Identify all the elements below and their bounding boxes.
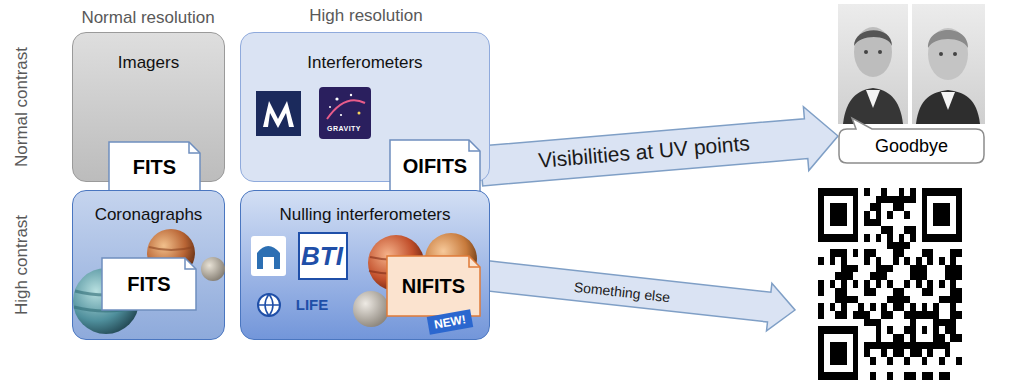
- star: [350, 94, 352, 96]
- face: [928, 28, 968, 80]
- helmet-logo: [251, 236, 286, 276]
- box-title: Nulling interferometers: [279, 205, 450, 225]
- suit: [916, 90, 980, 124]
- bti-logo: [299, 233, 347, 279]
- planet: [353, 291, 389, 327]
- doc-fold: [185, 258, 196, 269]
- format-name: FITS: [127, 273, 170, 296]
- gravity-arc: [327, 100, 365, 119]
- doc-shape: [102, 258, 196, 310]
- star: [335, 97, 338, 100]
- star: [329, 106, 331, 108]
- collar: [941, 92, 955, 110]
- star: [358, 112, 361, 115]
- edge-label: Visibilities at UV points: [537, 131, 750, 173]
- format-name: NIFITS: [402, 275, 465, 298]
- portrait-photo: [912, 4, 985, 124]
- logo-text: GRAVITY: [327, 125, 361, 132]
- photo-frame: [838, 4, 908, 124]
- format-name: OIFITS: [403, 155, 467, 178]
- star: [340, 114, 342, 116]
- doc-shape: [387, 256, 480, 316]
- helmet-mark: [257, 246, 280, 269]
- box-title: Imagers: [118, 53, 179, 73]
- speech-bubble: Goodbye: [838, 128, 985, 164]
- hair: [928, 30, 968, 48]
- file-format-doc: FITS: [101, 257, 197, 311]
- block-arrow: [479, 107, 838, 186]
- doc-shape: [109, 142, 200, 192]
- doc-fold: [469, 140, 480, 151]
- doc-shape: [390, 140, 480, 192]
- row-heading: Normal contrast: [12, 47, 32, 167]
- photo-frame: [912, 4, 985, 124]
- qr-code: [818, 188, 962, 380]
- speech-text: Goodbye: [875, 136, 948, 157]
- face: [854, 27, 892, 77]
- matisse-logo: [256, 91, 301, 136]
- file-format-doc: OIFITS: [389, 139, 481, 193]
- matisse-mark: [263, 101, 294, 128]
- planet: [201, 257, 225, 281]
- box-title: Interferometers: [307, 53, 422, 73]
- logo-text: LIFE: [296, 296, 329, 313]
- portrait-photo: [838, 4, 908, 124]
- column-heading: Normal resolution: [81, 8, 214, 28]
- format-name: FITS: [133, 156, 176, 179]
- eye: [864, 50, 868, 54]
- row-heading: High contrast: [12, 215, 32, 315]
- collar: [866, 90, 880, 108]
- logo-text: BTI: [301, 241, 343, 272]
- box-title: Coronagraphs: [95, 205, 203, 225]
- category-box: ImagersFITS: [72, 32, 225, 182]
- eye: [939, 52, 943, 56]
- file-format-doc: FITS: [108, 141, 201, 193]
- eye: [953, 52, 957, 56]
- life-globe: [258, 294, 280, 316]
- file-format-doc: NIFITS: [386, 255, 481, 317]
- qr-modules: [818, 188, 962, 380]
- block-arrow: [478, 260, 795, 331]
- category-box: CoronagraphsFITS: [72, 190, 225, 340]
- eye: [878, 50, 882, 54]
- doc-fold: [469, 256, 480, 267]
- gravity-logo: [319, 87, 371, 139]
- column-heading: High resolution: [309, 6, 422, 26]
- category-box: InterferometersOIFITS: [240, 32, 490, 182]
- new-badge: NEW!: [427, 309, 473, 334]
- life-globe-lines: [258, 294, 280, 316]
- hair: [854, 30, 892, 46]
- arrow-label: Something else: [573, 279, 671, 305]
- doc-fold: [189, 142, 200, 153]
- bubble-shape: [839, 118, 984, 163]
